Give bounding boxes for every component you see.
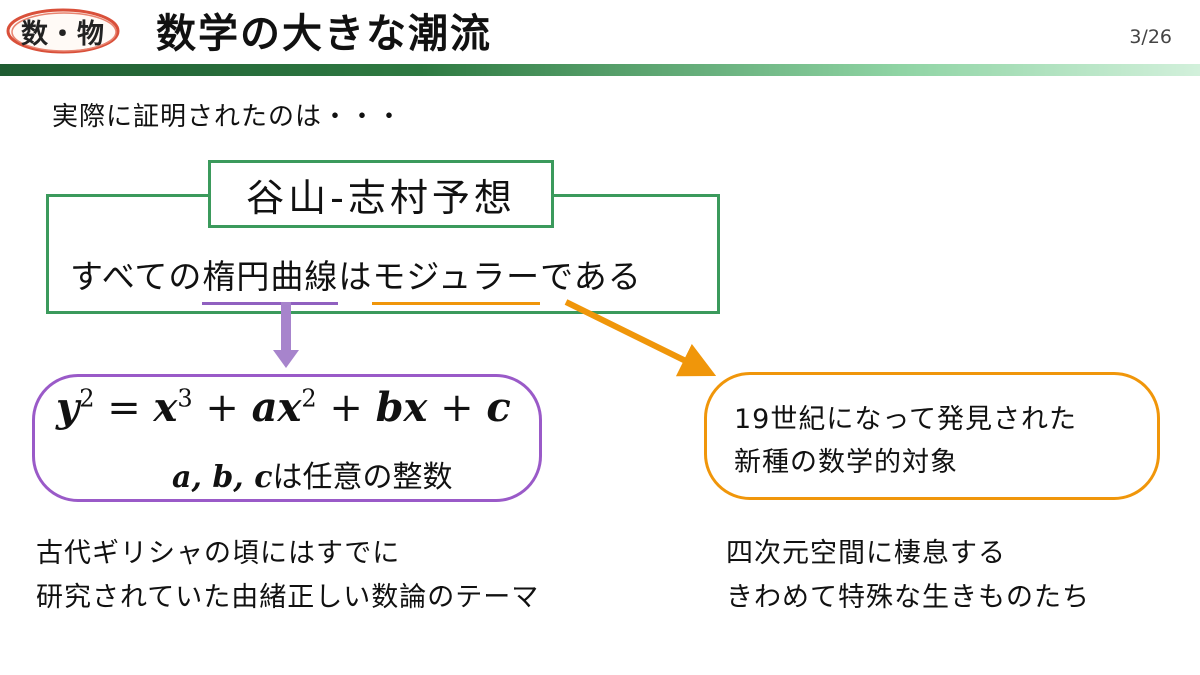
- eq-plus-1: +: [192, 385, 252, 431]
- elliptic-equation: y2 = x3 + ax2 + bx + c: [56, 384, 511, 431]
- eq-c: c: [486, 384, 511, 431]
- elliptic-caption: 古代ギリシャの頃にはすでに 研究されていた由緒正しい数論のテーマ: [36, 532, 539, 620]
- elliptic-caption-line-2: 研究されていた由緒正しい数論のテーマ: [36, 582, 540, 613]
- page-title: 数学の大きな潮流: [156, 11, 492, 57]
- eq-plus-3: +: [427, 385, 487, 431]
- statement-mid: は: [338, 257, 373, 296]
- eq-equals: =: [94, 385, 154, 431]
- statement-pre: すべての: [70, 257, 203, 296]
- modular-line-2: 新種の数学的対象: [734, 447, 958, 478]
- conjecture-statement: すべての楕円曲線はモジュラーである: [70, 250, 642, 305]
- eq-y-exp: 2: [79, 384, 95, 413]
- eq-x3-exp: 3: [177, 384, 193, 413]
- page-number: 3/26: [1129, 26, 1172, 48]
- eq-plus-2: +: [316, 385, 376, 431]
- eq-bx: bx: [375, 384, 428, 431]
- elliptic-curve-term: 楕円曲線: [202, 250, 339, 305]
- conjecture-title: 谷山-志村予想: [208, 160, 554, 228]
- equation-box: [32, 374, 542, 502]
- eq-x3: x: [153, 384, 178, 431]
- modular-box: [704, 372, 1160, 500]
- header-gradient-bar: [0, 64, 1200, 76]
- intro-text: 実際に証明されたのは・・・: [52, 102, 404, 132]
- modular-term: モジュラー: [372, 250, 541, 305]
- coefficient-note: a, b, cは任意の整数: [172, 452, 452, 496]
- modular-line-1: 19世紀になって発見された: [734, 404, 1078, 435]
- elliptic-caption-line-1: 古代ギリシャの頃にはすでに: [36, 538, 401, 569]
- modular-caption-line-2: きわめて特殊な生きものたち: [726, 582, 1090, 613]
- badge-oval: [6, 8, 120, 54]
- eq-ax: ax: [251, 384, 302, 431]
- coefficient-vars: a, b, c: [172, 460, 273, 495]
- modular-caption-line-1: 四次元空間に棲息する: [726, 538, 1006, 569]
- eq-ax-exp: 2: [301, 384, 317, 413]
- badge-label: 数・物: [21, 18, 105, 50]
- modular-caption: 四次元空間に棲息する きわめて特殊な生きものたち: [726, 532, 1090, 620]
- modular-description: 19世紀になって発見された 新種の数学的対象: [734, 398, 1077, 484]
- eq-y: y: [56, 384, 80, 431]
- coefficient-text: は任意の整数: [272, 460, 453, 495]
- statement-post: である: [540, 257, 642, 296]
